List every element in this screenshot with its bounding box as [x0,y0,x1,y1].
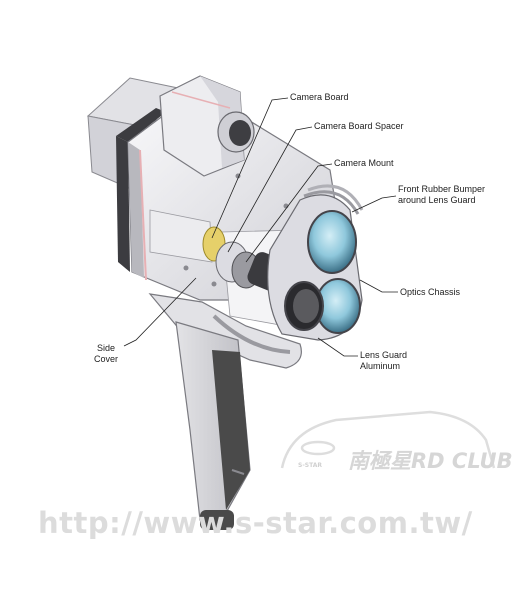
label-camera-board-spacer: Camera Board Spacer [314,121,404,131]
handle [148,293,302,530]
leader-front-bumper [351,195,397,213]
leader-lens-guard [317,337,358,357]
leader-side-cover [123,277,197,347]
leader-lines [123,97,398,357]
watermark-brand: S-STAR [298,462,323,469]
leader-camera-board-spacer [227,126,313,253]
label-lens-guard-line1: Lens Guard [360,350,408,360]
label-front-rubber-bumper: Front Rubber Bumper around Lens Guard [398,184,485,206]
watermark-url: http://www.s-star.com.tw/ [38,506,473,540]
label-side-cover-line2: Cover [94,354,119,364]
label-lens-guard: Lens Guard Aluminum [360,350,407,372]
label-camera-mount: Camera Mount [334,158,394,168]
label-side-cover-line1: Side [97,343,116,353]
label-camera-board: Camera Board [290,92,349,102]
leader-camera-board [211,97,289,239]
leader-camera-mount [245,163,333,263]
lens-guard [267,184,364,341]
leader-optics-chassis [359,279,398,293]
label-side-cover: Side Cover [94,343,118,365]
label-front-rubber-bumper-line1: Front Rubber Bumper [398,184,486,194]
viewfinder [159,75,255,177]
label-optics-chassis: Optics Chassis [400,287,461,297]
watermark-logo [280,410,496,469]
label-front-rubber-bumper-line2: around Lens Guard [398,195,476,205]
watermark-club-text: 南極星RD CLUB [348,449,513,473]
label-lens-guard-line2: Aluminum [360,361,401,371]
